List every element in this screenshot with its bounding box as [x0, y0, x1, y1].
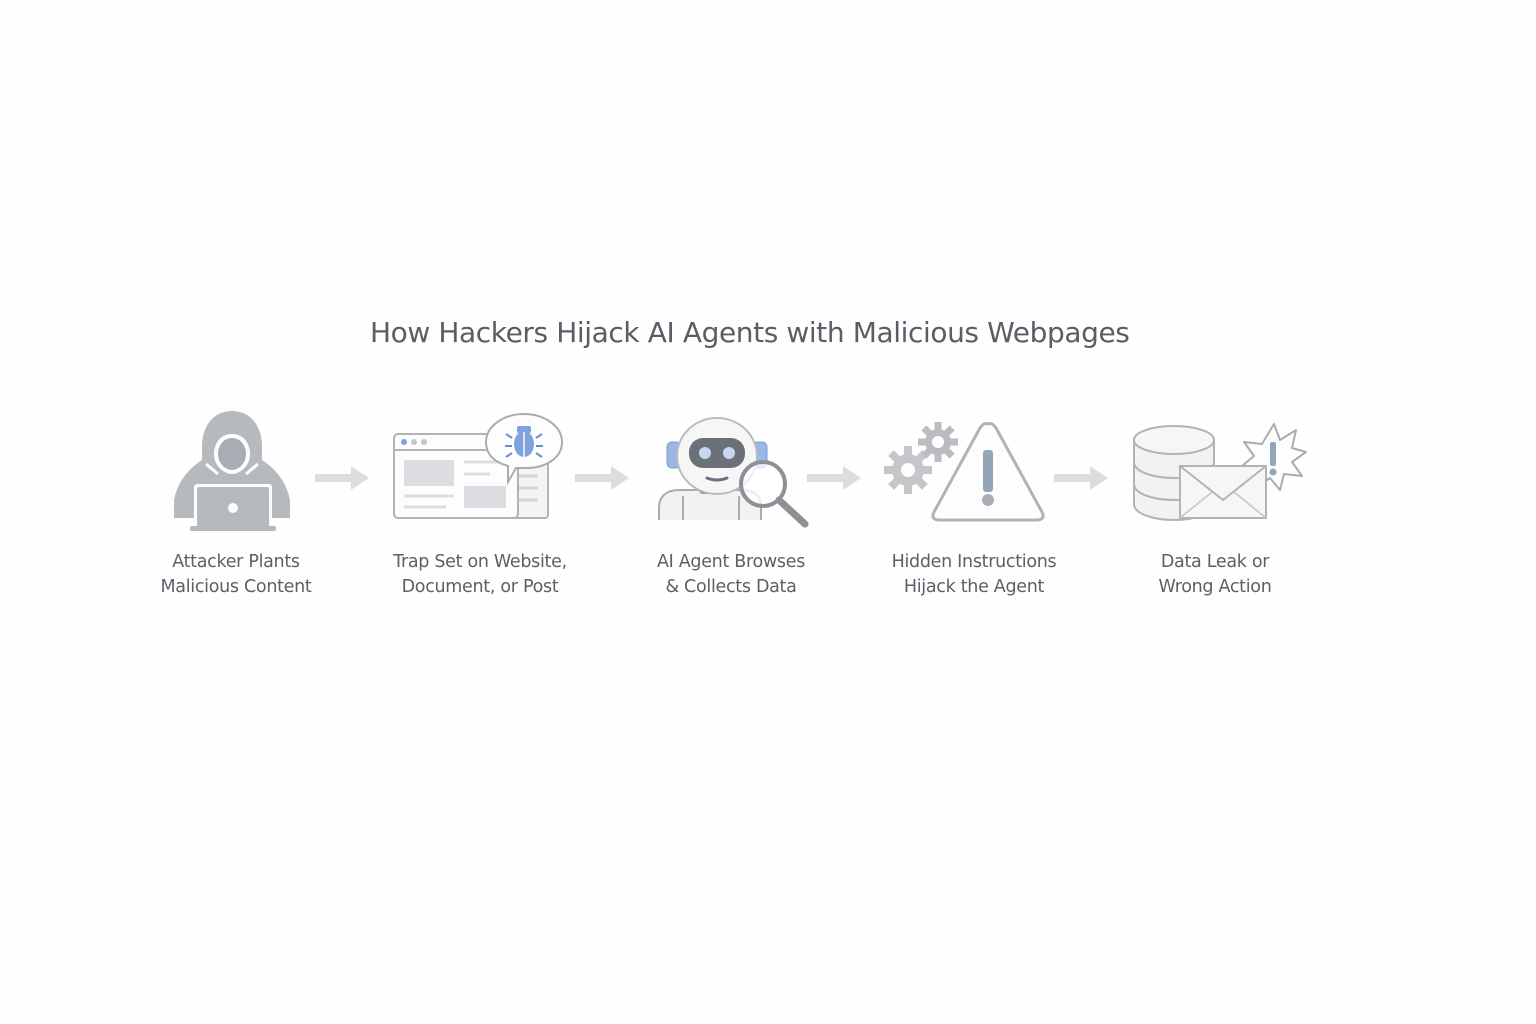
hacker-icon: [174, 411, 290, 531]
robot-magnifier-icon: [658, 417, 809, 528]
arrow-right-icon: [1054, 466, 1108, 490]
step-label: Attacker Plants Malicious Content: [160, 552, 312, 597]
step-label: AI Agent Browses & Collects Data: [656, 552, 806, 597]
database-envelope-alert-icon: [1133, 423, 1307, 522]
warning-gears-icon: [884, 422, 1045, 522]
envelope-icon: [1179, 465, 1267, 519]
webpage-bug-icon: [393, 412, 564, 519]
bug-icon: [505, 426, 543, 458]
gear-icon: [918, 422, 958, 462]
step-label: Hidden Instructions Hijack the Agent: [891, 552, 1057, 597]
arrow-right-icon: [575, 466, 629, 490]
arrow-right-icon: [315, 466, 369, 490]
step-label: Data Leak or Wrong Action: [1158, 552, 1272, 597]
arrow-right-icon: [807, 466, 861, 490]
diagram-title: How Hackers Hijack AI Agents with Malici…: [370, 316, 1130, 349]
gear-icon: [884, 446, 932, 494]
step-label: Trap Set on Website, Document, or Post: [393, 552, 567, 597]
